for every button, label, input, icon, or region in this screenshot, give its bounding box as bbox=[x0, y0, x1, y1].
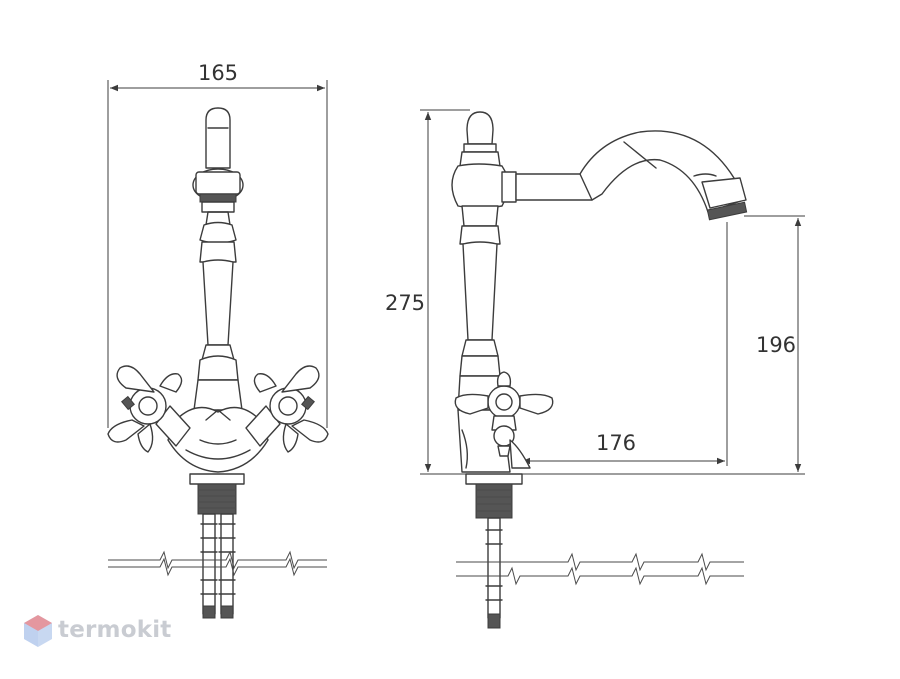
front-countertop bbox=[108, 550, 327, 577]
dimension-label-spout-reach: 176 bbox=[596, 431, 636, 455]
front-mixer-base bbox=[167, 406, 269, 473]
dimension-label-width: 165 bbox=[198, 61, 238, 85]
front-body bbox=[193, 211, 243, 411]
dimension-spout-height: 196 bbox=[744, 215, 805, 472]
dimension-label-spout-height: 196 bbox=[756, 333, 796, 357]
side-body bbox=[451, 111, 511, 473]
dimension-label-height: 275 bbox=[385, 291, 425, 315]
front-left-handle bbox=[107, 365, 191, 453]
termokit-logo-text: termokit bbox=[58, 617, 172, 643]
front-spout bbox=[192, 107, 244, 213]
front-view: 165 bbox=[107, 61, 329, 619]
side-view: 275 196 176 bbox=[385, 109, 805, 629]
side-countertop bbox=[456, 552, 744, 586]
front-right-handle bbox=[245, 365, 329, 453]
termokit-logo-icon bbox=[24, 615, 52, 647]
front-shank-hoses bbox=[189, 473, 245, 619]
dimension-spout-reach: 176 bbox=[522, 222, 728, 466]
side-handle bbox=[454, 371, 554, 469]
dimension-width-front: 165 bbox=[107, 61, 328, 428]
side-shank-hose bbox=[465, 473, 523, 629]
side-spout bbox=[501, 130, 748, 221]
